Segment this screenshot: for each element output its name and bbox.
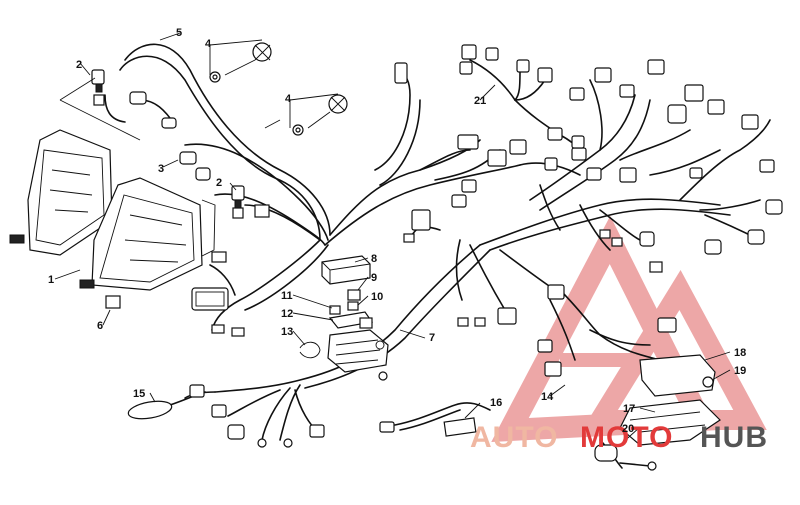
callout-1: 1: [48, 274, 54, 286]
callout-14: 14: [541, 391, 554, 403]
callout-3: 3: [158, 163, 164, 175]
watermark-hub: HUB: [700, 421, 768, 454]
watermark-auto: AUTO: [470, 421, 558, 454]
callout-5: 5: [176, 27, 182, 39]
wire-harness: [104, 43, 771, 441]
headlight-right: [79, 177, 216, 291]
callout-7: 7: [429, 332, 435, 344]
callout-2: 2: [76, 59, 82, 71]
callout-19: 19: [734, 365, 746, 377]
callout-18: 18: [734, 347, 746, 359]
callout-16: 16: [490, 397, 502, 409]
fuse-box: [327, 329, 389, 381]
item-6-pad: [105, 295, 121, 309]
callout-20: 20: [622, 423, 634, 435]
callout-4: 4: [285, 93, 292, 105]
callout-8: 8: [371, 253, 377, 265]
headlight-left: [9, 129, 113, 256]
watermark-text: AUTO MOTO HUB: [470, 421, 768, 454]
callout-10: 10: [371, 291, 383, 303]
callout-2: 2: [216, 177, 222, 189]
callout-21: 21: [474, 95, 486, 107]
callout-12: 12: [281, 308, 293, 320]
callout-6: 6: [97, 320, 103, 332]
callout-15: 15: [133, 388, 145, 400]
callout-4: 4: [205, 38, 212, 50]
callout-11: 11: [281, 290, 293, 302]
callout-13: 13: [281, 326, 293, 338]
callout-17: 17: [623, 403, 635, 415]
watermark-moto: MOTO: [580, 421, 673, 454]
leader-lines: [54, 32, 731, 446]
connectors: [91, 42, 783, 471]
callout-9: 9: [371, 272, 377, 284]
